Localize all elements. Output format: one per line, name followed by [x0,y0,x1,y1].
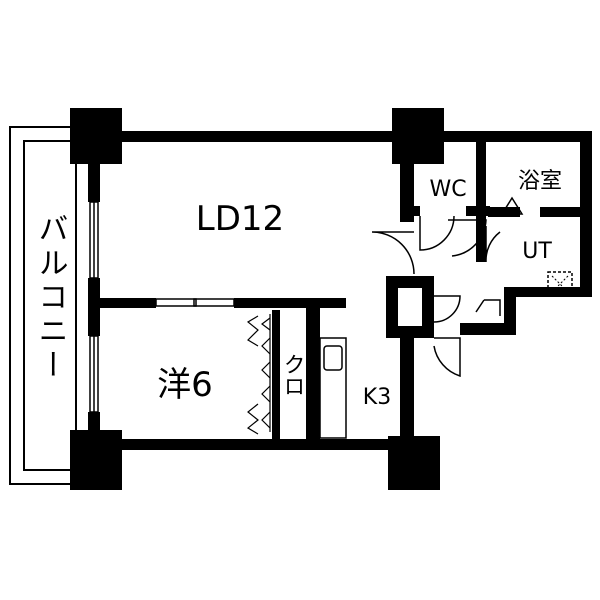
wall-ld-western-2 [234,298,346,308]
wall-wc-bath [476,142,486,216]
wall-core-west-2 [400,338,414,438]
door-hall [448,219,487,257]
room-label-western: 洋6 [157,365,213,405]
wall-west-1 [88,160,100,202]
balcony-inner-rail [23,140,77,471]
door-shoe [475,299,501,316]
room-label-wc: WC [429,177,466,202]
wall-core-north [438,131,588,142]
column-sw [70,430,122,490]
wall-west-2 [88,278,100,336]
sliding-door-ld-western [155,298,235,307]
closet-doors [246,314,271,435]
windows [89,201,99,413]
wall-kitchen-west [306,308,320,442]
room-label-ut: UT [522,239,552,264]
door-storage [433,295,461,323]
walls [88,131,592,450]
closet-fold-5 [261,411,271,429]
sliding-door-panel-1 [155,298,197,307]
wall-west-3 [88,412,100,434]
kitchen-counter [319,337,347,439]
closet-fold-3 [261,361,271,379]
wall-closet-side [272,310,280,442]
room-label-closet: クロ [280,353,305,397]
wall-south [118,439,390,450]
closet-fold-2 [261,337,271,355]
room-label-ld: LD12 [196,199,284,239]
column-se [388,436,440,490]
balcony [9,126,77,485]
closet-fold-1 [261,317,271,331]
door-ut [485,226,501,263]
columns [70,108,444,490]
wall-hall-ut [476,216,486,262]
column-ne [392,108,444,164]
wall-core-east [580,131,592,297]
wall-ld-western-1 [100,298,156,308]
wall-north [118,131,396,142]
door-entrance [433,337,461,378]
kitchen-sink [323,345,343,371]
door-wc [419,215,455,251]
closet-fold-4 [261,385,271,403]
room-label-balcony: バルコニー [33,213,68,383]
bath-door-marker [500,196,524,215]
room-label-bath: 浴室 [518,169,562,194]
wall-entry-south [460,323,516,335]
pipe-shaft [386,276,434,338]
wall-bath-ut-2 [540,207,584,217]
kitchen [319,337,347,439]
column-nw [70,108,122,164]
washing-pan-box [547,271,573,297]
sliding-door-panel-2 [193,298,235,307]
door-ld-hall [371,231,415,275]
wall-wc-bottom-1 [400,206,420,216]
wall-ut-south [512,287,588,297]
closet-fold-a [246,315,259,347]
doors [371,215,501,378]
closet-fold-b [246,403,259,435]
pipe-shaft-interior [398,288,422,326]
room-label-kitchen: K3 [363,385,391,410]
washing-pan [547,271,573,297]
